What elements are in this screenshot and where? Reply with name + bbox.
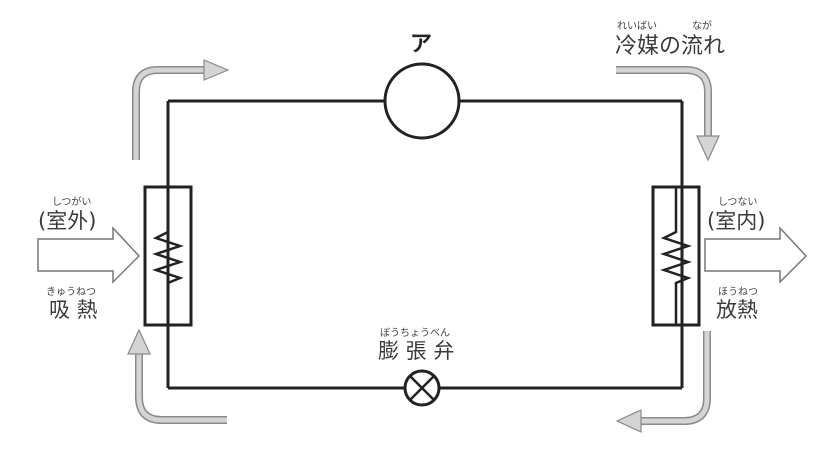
refrigerant-circuit [166,99,684,390]
outdoor-ruby: しつがい [52,197,92,208]
title-ruby-reibai: れいばい [617,21,657,32]
title-ruby-naga: なが [692,21,712,32]
heat-absorb-label: 吸 熱 [49,298,98,322]
indoor-ruby: しつない [718,197,758,208]
indoor-heat-exchanger [651,185,701,327]
heat-release-arrow [704,226,808,284]
expansion-valve-icon [403,369,441,407]
refrigerant-flow-title: 冷媒の流れ [615,34,726,59]
flow-arrow-top-right [616,66,720,162]
outdoor-heat-exchanger [143,185,193,327]
heat-release-label: 放熱 [716,298,758,322]
flow-arrow-bottom-right [615,331,711,433]
release-ruby: ほうねつ [718,287,758,298]
flow-arrow-bottom-left [127,328,227,424]
expansion-valve-label: 膨 張 弁 [378,339,455,363]
valve-ruby: ぼうちょうべん [380,328,450,339]
outdoor-label: (室外) [38,209,97,233]
absorb-ruby: きゅうねつ [46,287,96,298]
compressor-circle [383,62,461,140]
flow-arrow-top-left [132,59,230,160]
compressor-label: ア [410,32,433,57]
indoor-label: (室内) [707,209,766,233]
heat-absorb-arrow [37,226,141,284]
